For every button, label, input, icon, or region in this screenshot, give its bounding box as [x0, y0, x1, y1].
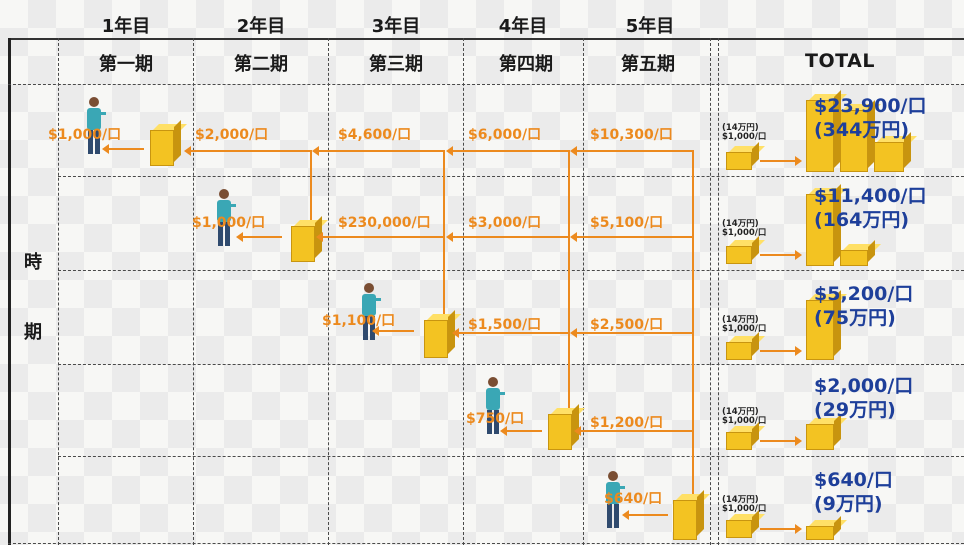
arrow-left-icon — [446, 232, 568, 242]
flow-connector — [692, 150, 694, 515]
grid-line — [58, 364, 964, 365]
payout-amount: $6,000/口 — [468, 127, 542, 143]
arrow-right-icon — [760, 436, 802, 446]
gold-stack-icon — [726, 432, 752, 450]
flow-connector — [443, 150, 445, 325]
arrow-right-icon — [760, 250, 802, 260]
gold-stack-icon — [726, 152, 752, 170]
grid-line — [463, 38, 464, 545]
gold-stack-icon — [806, 100, 834, 172]
grid-line — [8, 84, 964, 85]
side-label: 期 — [24, 322, 42, 343]
grid-line — [193, 38, 194, 545]
payout-amount: $640/口 — [604, 491, 663, 507]
period-label: 第三期 — [369, 54, 423, 75]
side-label: 時 — [24, 252, 42, 273]
payout-amount: $4,600/口 — [338, 127, 412, 143]
grid-line — [58, 270, 964, 271]
arrow-left-icon — [316, 232, 443, 242]
gold-stack-icon — [726, 342, 752, 360]
total-value: $640/口(9万円) — [814, 469, 893, 515]
grid-line — [718, 38, 719, 545]
investment-note: (14万円)$1,000/口 — [722, 407, 767, 426]
arrow-left-icon — [570, 328, 692, 338]
payout-amount: $5,100/口 — [590, 215, 664, 231]
payout-amount: $230,000/口 — [338, 215, 431, 231]
period-label: 第二期 — [234, 54, 288, 75]
arrow-left-icon — [312, 146, 443, 156]
total-value: $11,400/口(164万円) — [814, 185, 927, 231]
person-icon — [601, 470, 627, 532]
arrow-left-icon — [102, 144, 144, 154]
total-value: $23,900/口(344万円) — [814, 95, 927, 141]
arrow-left-icon — [570, 146, 692, 156]
flow-connector — [568, 150, 570, 420]
left-border — [8, 38, 11, 545]
arrow-left-icon — [570, 232, 692, 242]
arrow-left-icon — [574, 426, 692, 436]
investment-note: (14万円)$1,000/口 — [722, 495, 767, 514]
year-label: 2年目 — [236, 16, 286, 37]
gold-stack-icon — [840, 250, 868, 266]
year-label: 1年目 — [101, 16, 151, 37]
grid-line — [710, 38, 711, 545]
gold-stack-icon — [806, 194, 834, 266]
gold-stack-icon — [548, 414, 572, 450]
gold-stack-icon — [806, 300, 834, 360]
period-label: 第四期 — [499, 54, 553, 75]
total-value: $5,200/口(75万円) — [814, 283, 914, 329]
total-value: $2,000/口(29万円) — [814, 375, 914, 421]
investment-note: (14万円)$1,000/口 — [722, 315, 767, 334]
payout-amount: $750/口 — [466, 411, 525, 427]
arrow-right-icon — [760, 524, 802, 534]
arrow-left-icon — [372, 326, 414, 336]
gold-stack-icon — [673, 500, 697, 540]
gold-stack-icon — [291, 226, 315, 262]
grid-line — [58, 176, 964, 177]
arrow-left-icon — [184, 146, 310, 156]
payout-amount: $1,500/口 — [468, 317, 542, 333]
payout-amount: $1,000/口 — [192, 215, 266, 231]
gold-stack-icon — [840, 110, 868, 172]
person-icon — [82, 96, 108, 158]
grid-line — [8, 543, 964, 544]
grid-line — [328, 38, 329, 545]
grid-line — [58, 38, 59, 545]
arrow-left-icon — [236, 232, 282, 242]
payout-amount: $1,000/口 — [48, 127, 122, 143]
arrow-right-icon — [760, 346, 802, 356]
flow-connector — [310, 150, 312, 230]
arrow-left-icon — [452, 328, 568, 338]
arrow-left-icon — [622, 510, 668, 520]
gold-stack-icon — [806, 424, 834, 450]
person-icon — [481, 376, 507, 438]
grid-line — [58, 456, 964, 457]
payout-amount: $3,000/口 — [468, 215, 542, 231]
gold-stack-icon — [726, 520, 752, 538]
investment-note: (14万円)$1,000/口 — [722, 123, 767, 142]
payout-amount: $10,300/口 — [590, 127, 673, 143]
year-label: 3年目 — [371, 16, 421, 37]
payout-amount: $2,000/口 — [195, 127, 269, 143]
person-icon — [212, 188, 238, 250]
investment-note: (14万円)$1,000/口 — [722, 219, 767, 238]
arrow-left-icon — [500, 426, 542, 436]
total-header: TOTAL — [805, 50, 875, 72]
payout-amount: $1,200/口 — [590, 415, 664, 431]
year-label: 5年目 — [625, 16, 675, 37]
header-top-border — [8, 38, 964, 40]
gold-stack-icon — [726, 246, 752, 264]
period-label: 第一期 — [99, 54, 153, 75]
payout-amount: $1,100/口 — [322, 313, 396, 329]
payout-amount: $2,500/口 — [590, 317, 664, 333]
gold-stack-icon — [874, 142, 904, 172]
gold-stack-icon — [806, 526, 834, 540]
gold-stack-icon — [424, 320, 448, 358]
grid-line — [583, 38, 584, 545]
arrow-left-icon — [446, 146, 568, 156]
period-label: 第五期 — [621, 54, 675, 75]
gold-stack-icon — [150, 130, 174, 166]
arrow-right-icon — [760, 156, 802, 166]
year-label: 4年目 — [498, 16, 548, 37]
